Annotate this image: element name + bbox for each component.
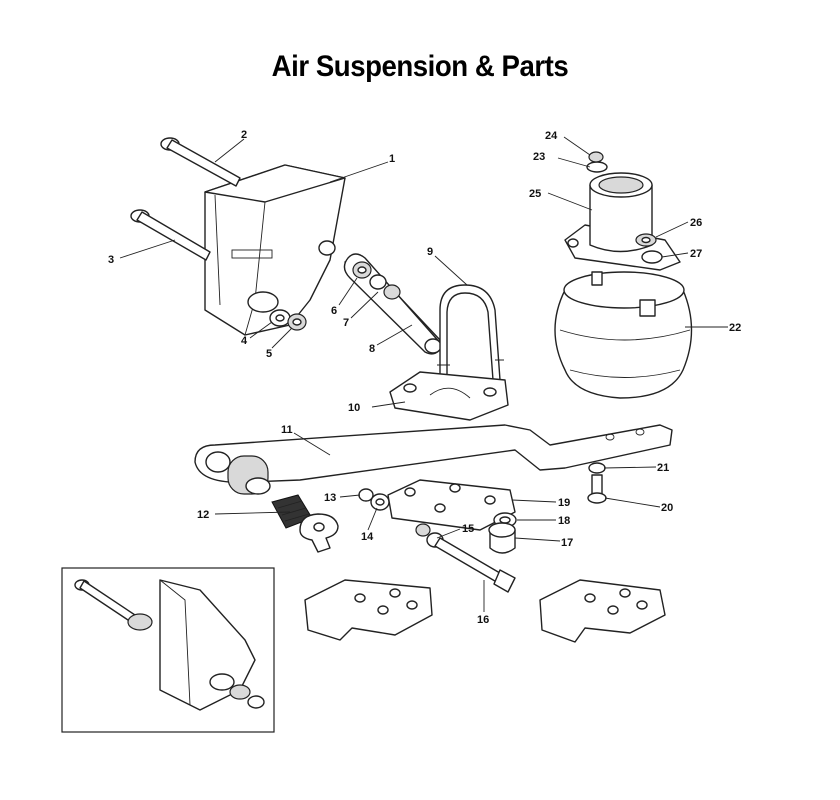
callout-15: 15 — [462, 523, 474, 535]
callout-16: 16 — [477, 614, 489, 626]
callout-22: 22 — [729, 322, 741, 334]
bushing-7 — [369, 274, 401, 300]
bolt-lower — [130, 209, 211, 261]
top-mount — [564, 172, 681, 271]
callout-26: 26 — [690, 217, 702, 229]
callout-3: 3 — [108, 254, 114, 266]
washer-4 — [269, 309, 291, 327]
callout-19: 19 — [558, 497, 570, 509]
bolt-upper — [160, 137, 241, 187]
nut-26 — [635, 233, 657, 247]
nut-24 — [588, 151, 604, 163]
callout-12: 12 — [197, 509, 209, 521]
callout-13: 13 — [324, 492, 336, 504]
bushing-6 — [352, 261, 372, 279]
callout-23: 23 — [533, 151, 545, 163]
callout-11: 11 — [281, 424, 293, 436]
spring-bushing — [271, 494, 339, 553]
callout-5: 5 — [266, 348, 272, 360]
callout-25: 25 — [529, 188, 541, 200]
nut-21 — [588, 462, 606, 474]
washer-27 — [641, 250, 663, 264]
callout-6: 6 — [331, 305, 337, 317]
callout-2: 2 — [241, 129, 247, 141]
spacer-18 — [493, 512, 517, 528]
callout-labels: 1 2 3 4 5 6 7 8 9 10 11 12 13 14 15 16 1… — [108, 129, 741, 626]
diagram-title: Air Suspension & Parts — [271, 50, 569, 83]
callout-4: 4 — [241, 335, 248, 347]
trailing-arm — [194, 424, 673, 495]
u-bolt — [437, 284, 504, 381]
inset-detail — [61, 567, 275, 733]
callout-9: 9 — [427, 246, 433, 258]
callout-20: 20 — [661, 502, 673, 514]
nut-5 — [287, 313, 307, 331]
axle-seat — [389, 371, 509, 421]
callout-27: 27 — [690, 248, 702, 260]
callout-18: 18 — [558, 515, 570, 527]
callout-10: 10 — [348, 402, 360, 414]
callout-17: 17 — [561, 537, 573, 549]
callout-21: 21 — [657, 462, 669, 474]
callout-24: 24 — [545, 130, 558, 142]
lower-plate-right — [539, 579, 666, 643]
callout-8: 8 — [369, 343, 375, 355]
hanger-bracket — [204, 164, 346, 336]
washer-14 — [370, 493, 390, 511]
callout-1: 1 — [389, 153, 395, 165]
lower-plate-left — [304, 579, 433, 641]
callout-7: 7 — [343, 317, 349, 329]
callout-14: 14 — [361, 531, 374, 543]
leader-lines — [119, 136, 728, 612]
air-spring-bag — [554, 271, 693, 399]
clamp-plate — [387, 479, 516, 531]
sleeve-17 — [488, 522, 516, 554]
bolt-20 — [587, 474, 607, 504]
long-bolt — [434, 537, 516, 593]
shock-absorber — [343, 253, 443, 355]
